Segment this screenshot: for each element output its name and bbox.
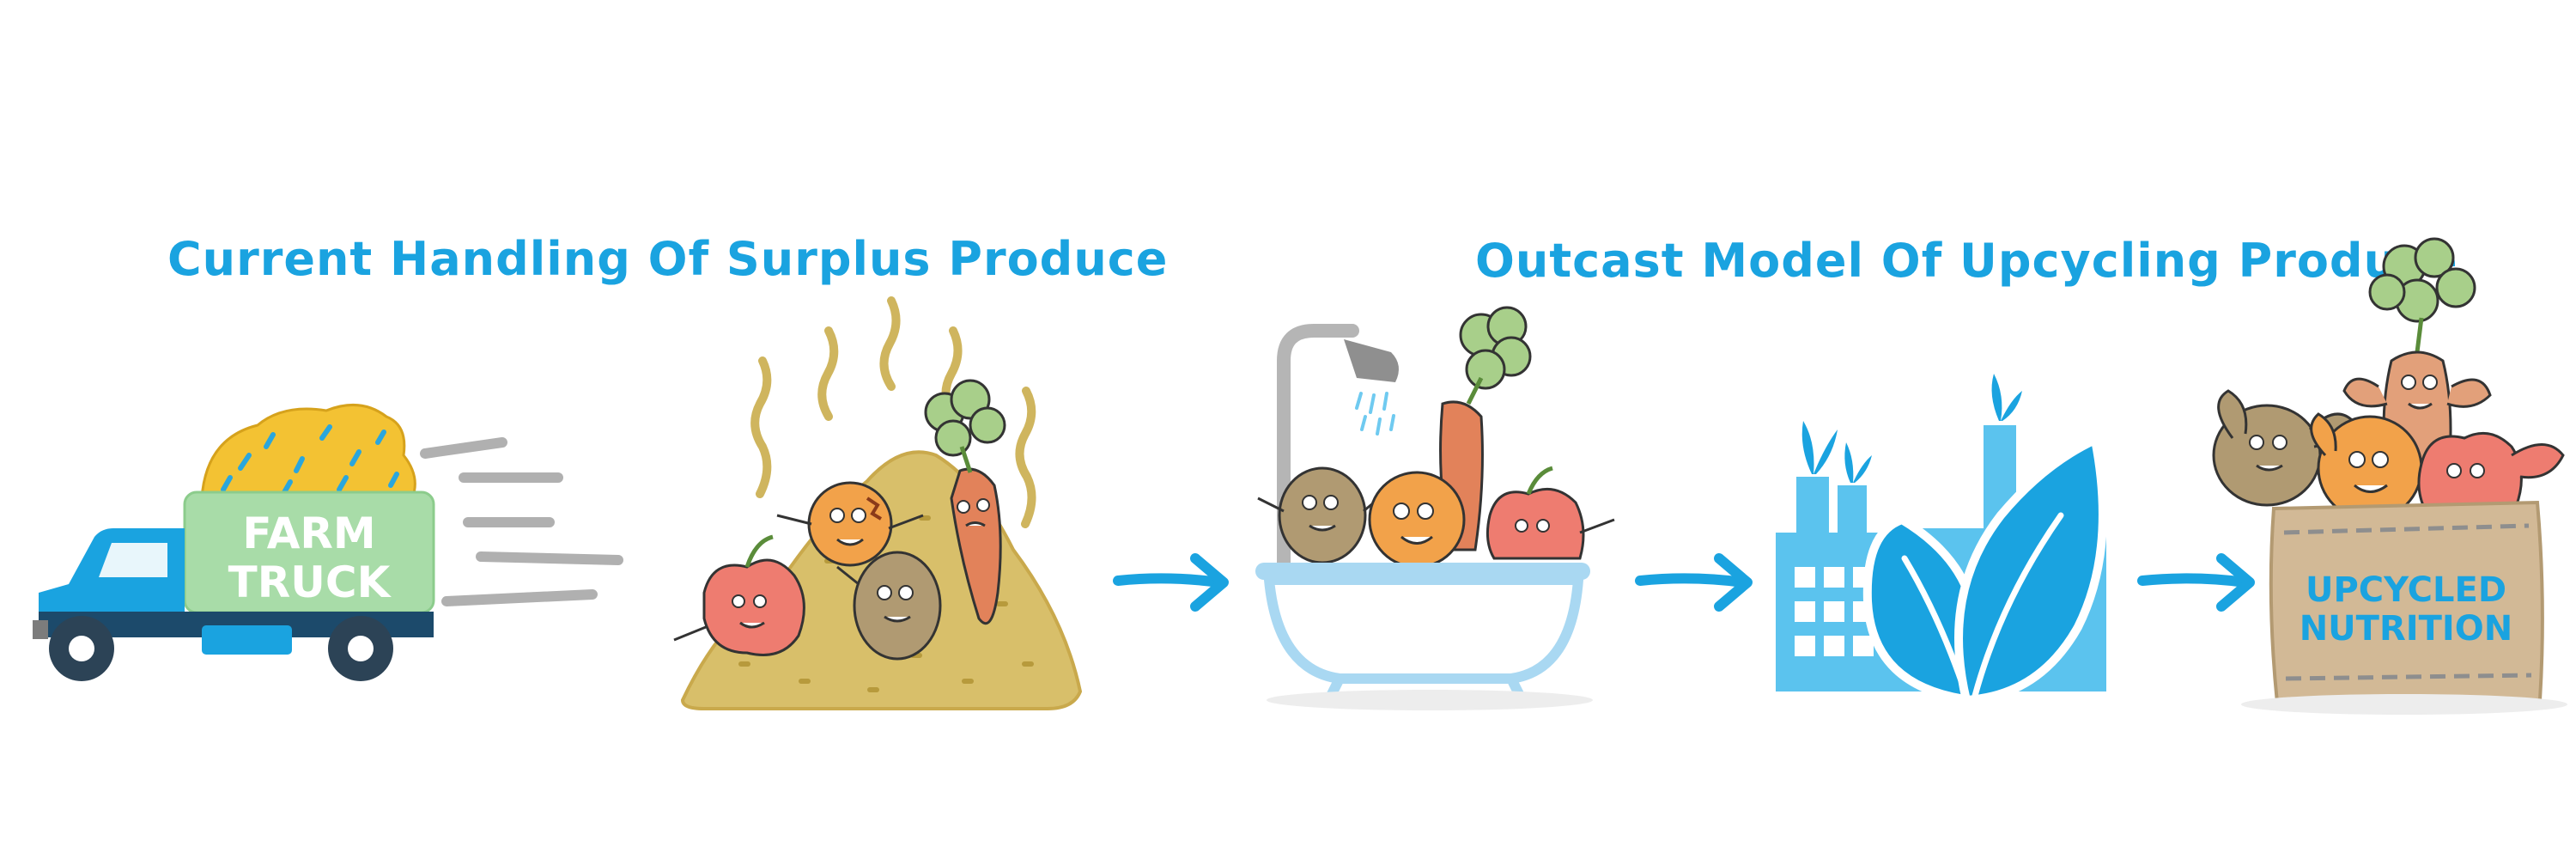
current-handling-heading: Current Handling Of Surplus Produce — [167, 232, 1169, 286]
outcast-model-heading: Outcast Model Of Upcycling Produce — [1475, 234, 2458, 288]
factory-leaf-icon — [1776, 374, 2107, 705]
truck-label-line2: TRUCK — [228, 557, 392, 607]
rotting-pile-icon — [673, 296, 1083, 710]
bag-label-line1: UPCYCLED — [2306, 570, 2506, 610]
right-arrow-icon — [2137, 553, 2255, 612]
nutrition-sack-icon: UPCYCLED NUTRITION — [2212, 237, 2567, 715]
right-arrow-icon — [1635, 553, 1753, 612]
truck-label-line1: FARM — [242, 509, 375, 558]
right-arrow-icon — [1113, 553, 1229, 612]
bathtub-shower-icon — [1255, 306, 1615, 710]
bag-label-line2: NUTRITION — [2300, 609, 2513, 649]
farm-truck-icon: FARM TRUCK — [33, 403, 623, 681]
